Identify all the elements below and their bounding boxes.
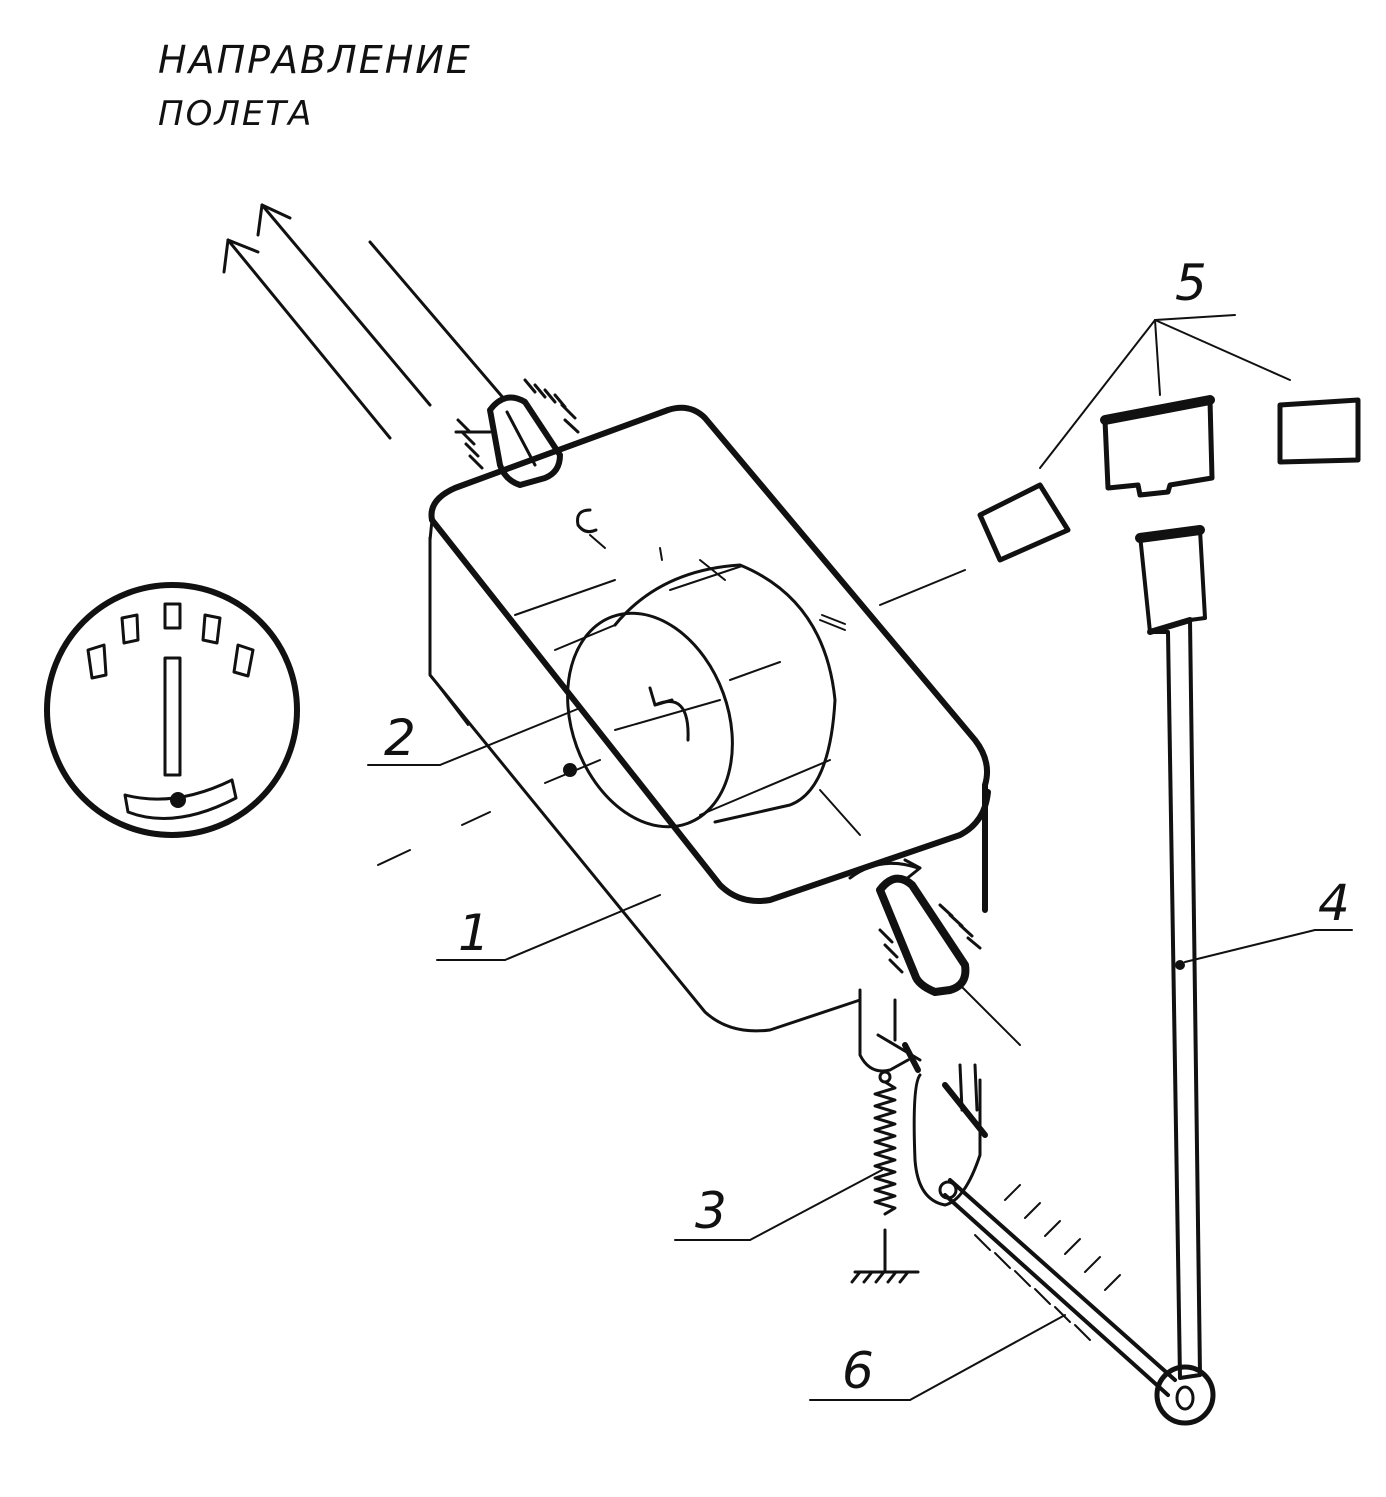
indicator-segments	[977, 314, 1361, 563]
pointer-arm	[1135, 525, 1216, 1426]
callout-2-label: 2	[384, 709, 416, 767]
top-bearing	[454, 378, 580, 488]
flight-direction-arrows	[222, 203, 507, 440]
bottom-bearing	[848, 858, 1021, 1046]
pivot-dot	[563, 763, 577, 777]
spring-linkage	[850, 988, 922, 1284]
callout-3-label: 3	[695, 1182, 727, 1240]
callout-5-label: 5	[1175, 254, 1207, 312]
connecting-rod	[912, 1063, 1177, 1397]
callout-4-label: 4	[1318, 874, 1350, 932]
c-mark	[576, 508, 598, 534]
instrument-dial	[44, 582, 300, 838]
callout-6-label: 6	[842, 1342, 874, 1400]
flight-direction-title-line1: НАПРАВЛЕНИЕ	[158, 38, 472, 82]
gimbal-frame	[428, 404, 991, 1033]
rotor-axis-lines	[377, 534, 966, 866]
dial-marker-dot	[170, 792, 186, 808]
gyro-rotor	[566, 563, 837, 829]
leader-lines	[367, 707, 1353, 1401]
flight-direction-title-line2: ПОЛЕТА	[158, 94, 314, 134]
pointer-dot	[1175, 960, 1185, 970]
callout-1-label: 1	[458, 904, 490, 962]
